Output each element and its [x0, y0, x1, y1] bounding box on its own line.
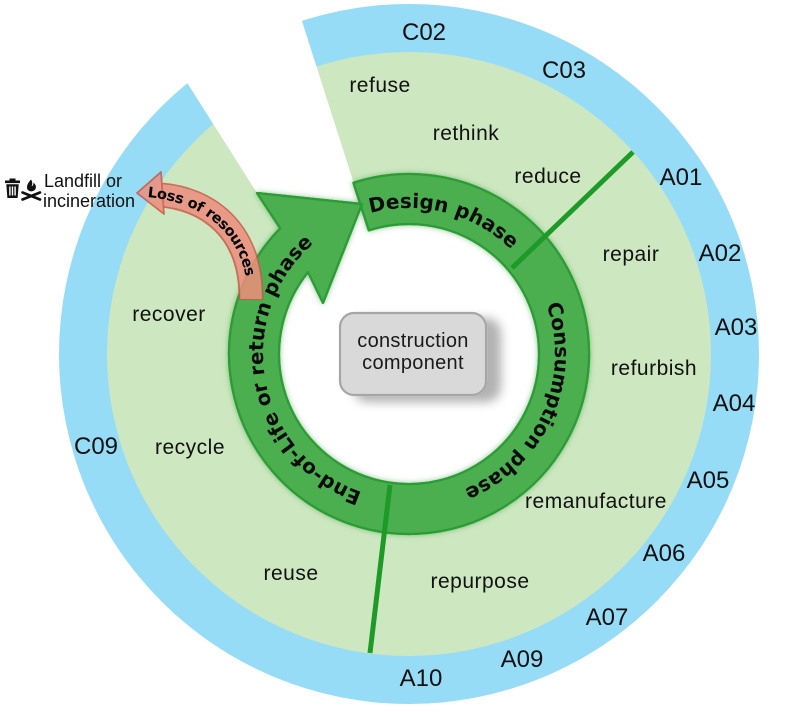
divider-design-consumption — [510, 150, 635, 270]
trash-icon — [5, 178, 20, 198]
center-label-line1: construction — [357, 330, 468, 352]
landfill-label-line1: Landfill or — [44, 171, 122, 191]
strategy-repair: repair — [603, 243, 660, 266]
strategy-reuse: reuse — [263, 562, 318, 585]
code-label: A03 — [715, 314, 758, 341]
center-box-shape — [338, 311, 488, 397]
strategy-rethink: rethink — [433, 122, 500, 145]
loss-arrow-head-outline — [136, 171, 165, 215]
landfill-label-line2: incineration — [43, 191, 135, 211]
code-label: C02 — [402, 19, 446, 46]
code-label: A02 — [699, 240, 742, 267]
code-label: A09 — [501, 646, 544, 673]
ring-gap-wedge — [160, 0, 370, 262]
code-label: A01 — [660, 164, 703, 191]
campfire-icon — [21, 179, 42, 201]
center-label-line2: component — [362, 352, 464, 374]
code-label: A04 — [713, 390, 756, 417]
code-label: A05 — [687, 467, 730, 494]
code-label: A07 — [586, 604, 629, 631]
strategy-refuse: refuse — [349, 74, 410, 97]
strategy-recover: recover — [132, 303, 206, 326]
strategy-repurpose: repurpose — [430, 570, 529, 593]
code-label: A10 — [400, 665, 443, 692]
code-label: C03 — [542, 57, 586, 84]
strategy-reduce: reduce — [514, 165, 581, 188]
loss-arrow-shaft — [159, 184, 262, 300]
code-label: C09 — [74, 433, 118, 460]
loss-of-resources-arrow — [136, 171, 264, 301]
strategy-refurbish: refurbish — [611, 357, 697, 380]
center-component-box: construction component — [338, 311, 488, 397]
divider-consumption-end-of-life — [367, 484, 393, 654]
strategy-recycle: recycle — [155, 436, 225, 459]
strategy-remanufacture: remanufacture — [525, 490, 667, 513]
code-label: A06 — [643, 540, 686, 567]
